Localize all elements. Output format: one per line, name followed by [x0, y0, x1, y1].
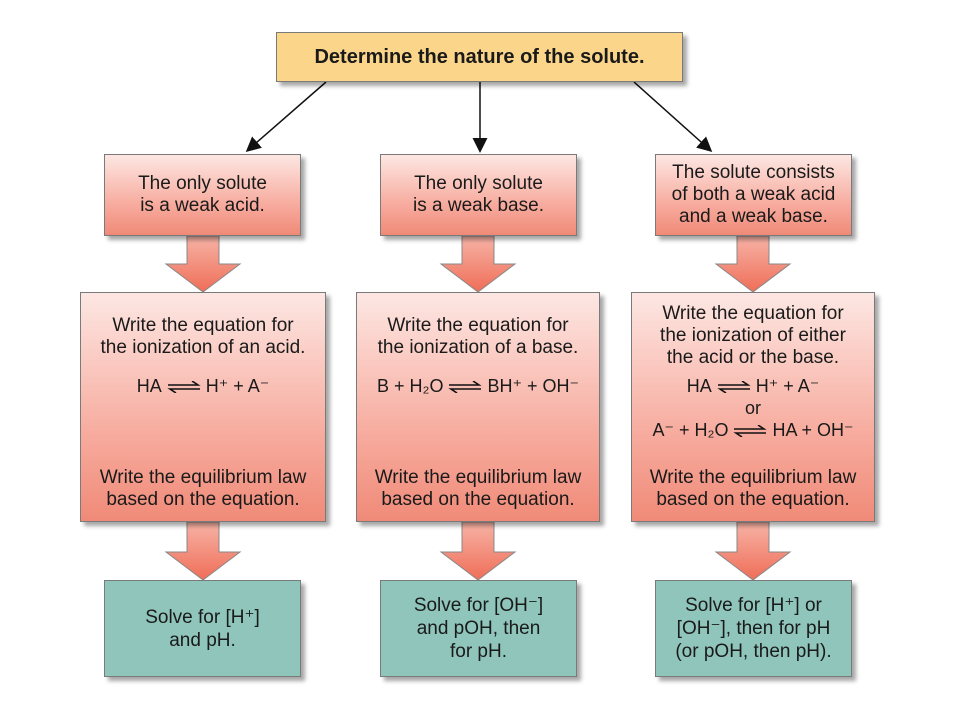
step-line: the ionization of a base.	[377, 337, 579, 358]
solve-h-box: Solve for [H⁺] and pH.	[104, 580, 301, 677]
solve-oh-box: Solve for [OH⁻] and pOH, then for pH.	[380, 580, 577, 677]
block-arrow-base-2	[439, 521, 517, 581]
base-equation-box: Write the equation for the ionization of…	[356, 292, 600, 522]
block-arrow-acid-1	[164, 235, 242, 293]
equation-left: HA	[136, 376, 162, 396]
top-box-label: Determine the nature of the solute.	[314, 45, 645, 68]
equation-right: H⁺ + A⁻	[205, 376, 270, 396]
step-line: Write the equation for	[662, 303, 844, 324]
case-line: The only solute	[138, 173, 267, 194]
acid-and-base-case-box: The solute consists of both a weak acid …	[655, 154, 852, 236]
equation-right: H⁺ + A⁻	[755, 376, 820, 396]
equation-left: A⁻ + H₂O	[652, 420, 729, 440]
arrow-top-to-both	[633, 81, 713, 153]
law-line: based on the equation.	[106, 489, 300, 510]
equilibrium-arrow-icon	[717, 381, 751, 394]
weak-acid-case-box: The only solute is a weak acid.	[104, 154, 301, 236]
step-line: the ionization of an acid.	[100, 337, 306, 358]
solve-line: [OH⁻], then for pH	[676, 618, 831, 639]
solve-line: and pH.	[169, 629, 236, 651]
case-line: The solute consists	[672, 162, 835, 183]
law-line: based on the equation.	[381, 489, 575, 510]
block-arrow-base-1	[439, 235, 517, 293]
step-line: Write the equation for	[112, 315, 294, 336]
acid-or-base-equations: HA H⁺ + A⁻ or A⁻ + H₂O HA + OH⁻	[652, 373, 853, 443]
acid-or-base-equation-box: Write the equation for the ionization of…	[631, 292, 875, 522]
block-arrow-both-2	[714, 521, 792, 581]
law-line: Write the equilibrium law	[99, 467, 307, 488]
step-line: the ionization of either	[660, 325, 846, 346]
case-line: and a weak base.	[679, 206, 828, 227]
weak-base-case-box: The only solute is a weak base.	[380, 154, 577, 236]
case-line: The only solute	[414, 173, 543, 194]
determine-solute-box: Determine the nature of the solute.	[276, 32, 683, 82]
equation-left: B + H₂O	[376, 376, 444, 396]
acid-equation: HA H⁺ + A⁻	[137, 375, 270, 397]
law-line: based on the equation.	[656, 489, 850, 510]
base-equation: B + H₂O BH⁺ + OH⁻	[377, 375, 579, 397]
arrow-top-to-acid	[245, 81, 327, 152]
solve-line: for pH.	[449, 641, 508, 662]
or-label: or	[744, 398, 761, 418]
solve-line: Solve for [H⁺] or	[685, 595, 822, 616]
equation-right: HA + OH⁻	[772, 420, 854, 440]
solve-line: and pOH, then	[416, 618, 541, 639]
case-line: is a weak acid.	[140, 195, 265, 216]
block-arrow-both-1	[714, 235, 792, 293]
block-arrow-acid-2	[164, 521, 242, 581]
base-equation-line: A⁻ + H₂O HA + OH⁻	[652, 417, 853, 443]
law-line: Write the equilibrium law	[374, 467, 582, 488]
case-line: is a weak base.	[413, 195, 544, 216]
case-line: of both a weak acid	[671, 184, 836, 205]
solve-line: Solve for [OH⁻]	[413, 595, 544, 616]
equilibrium-arrow-icon	[733, 425, 768, 438]
step-line: the acid or the base.	[666, 347, 840, 368]
step-line: Write the equation for	[387, 315, 569, 336]
law-line: Write the equilibrium law	[649, 467, 857, 488]
equation-left: HA	[686, 376, 712, 396]
equilibrium-arrow-icon	[448, 381, 483, 394]
acid-equation-line: HA H⁺ + A⁻	[652, 373, 853, 399]
equation-right: BH⁺ + OH⁻	[487, 376, 580, 396]
acid-equation-box: Write the equation for the ionization of…	[80, 292, 326, 522]
solve-line: Solve for [H⁺]	[145, 606, 260, 628]
solve-h-or-oh-box: Solve for [H⁺] or [OH⁻], then for pH (or…	[655, 580, 852, 677]
equilibrium-arrow-icon	[167, 381, 201, 394]
solve-line: (or pOH, then pH).	[675, 641, 832, 662]
